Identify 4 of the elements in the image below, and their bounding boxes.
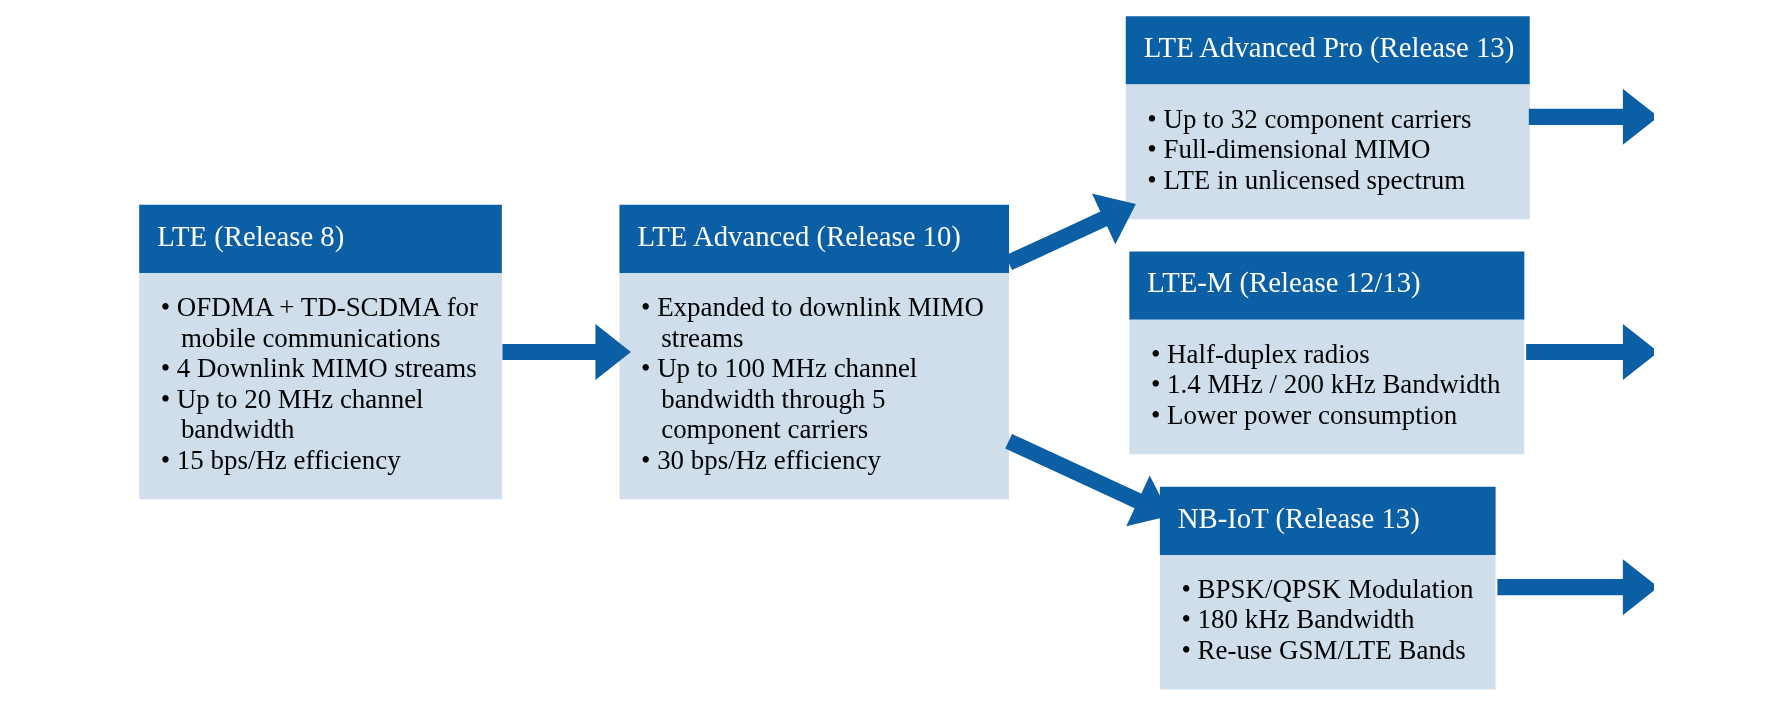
arrow bbox=[501, 324, 631, 380]
arrow bbox=[1528, 88, 1654, 145]
arrow bbox=[1496, 559, 1654, 616]
arrow bbox=[1525, 324, 1654, 380]
